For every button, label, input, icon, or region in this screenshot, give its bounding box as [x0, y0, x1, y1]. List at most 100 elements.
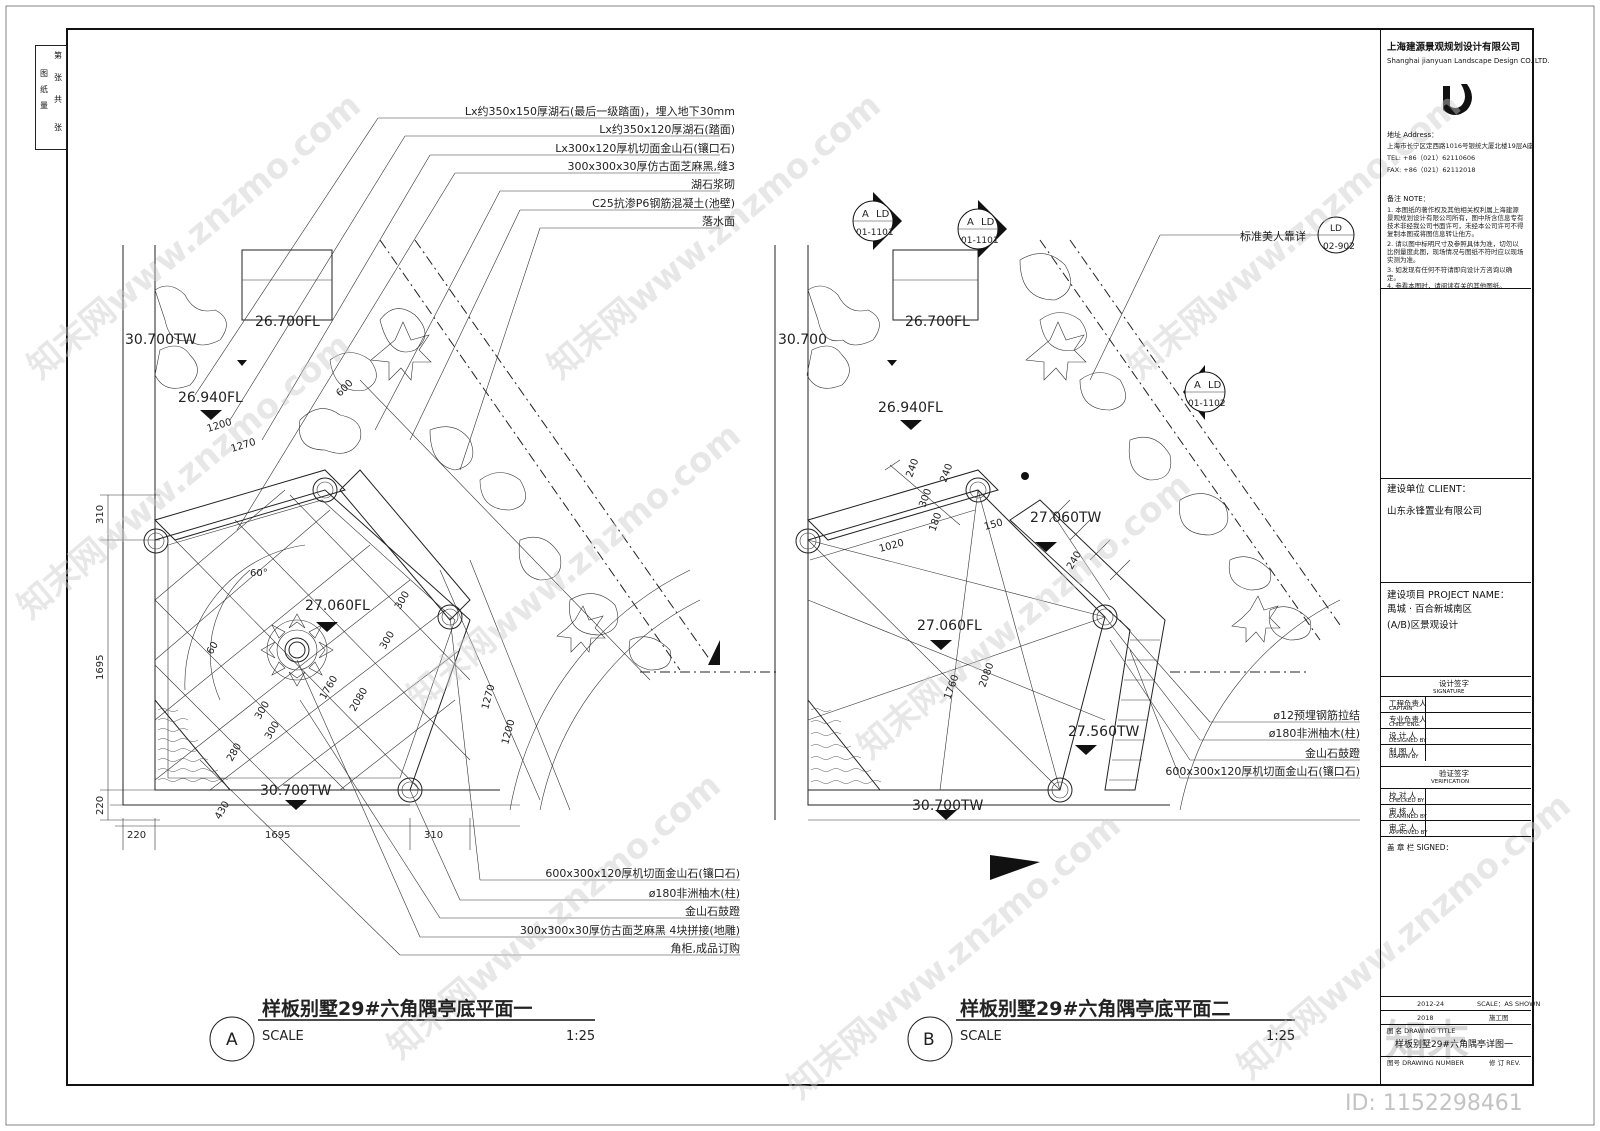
notes-item: 3. 如发现有任何不符请即向设计方咨询以确定。 — [1387, 266, 1513, 282]
svg-text:300x300x30厚仿古面芝麻黑,缝3: 300x300x30厚仿古面芝麻黑,缝3 — [567, 159, 735, 173]
svg-text:27.560TW: 27.560TW — [1068, 724, 1140, 740]
level-markers-a — [200, 360, 338, 810]
dim-lines-b — [809, 459, 1111, 601]
drawing-frame — [66, 28, 1534, 1086]
svg-text:30.700TW: 30.700TW — [125, 332, 197, 348]
svg-text:300: 300 — [253, 699, 272, 721]
watermark-id: ID: 1152298461 — [1345, 1091, 1523, 1116]
svg-text:240: 240 — [904, 457, 921, 479]
svg-text:C25抗渗P6钢筋混凝土(池壁): C25抗渗P6钢筋混凝土(池壁) — [592, 196, 735, 210]
plan-a — [100, 117, 780, 956]
svg-text:知末网www.znzmo.com: 知末网www.znzmo.com — [780, 805, 1129, 1107]
drawing-title-a: A 样板别墅29#六角隅亭底平面一 SCALE 1:25 — [226, 997, 595, 1050]
notes-item: 2. 请以图中标明尺寸及参照具体为准，切勿以比例量度此图，现场情况与图纸不符时应… — [1387, 240, 1524, 264]
column-a — [143, 477, 463, 803]
callouts-a-top: Lx约350x150厚湖石(最后一级踏面)，埋入地下30mm Lx约350x12… — [465, 104, 735, 228]
svg-text:30.700TW: 30.700TW — [912, 798, 984, 814]
svg-text:湖石浆砌: 湖石浆砌 — [691, 177, 735, 191]
svg-text:样板别墅29#六角隅亭底平面一: 样板别墅29#六角隅亭底平面一 — [262, 997, 532, 1020]
svg-text:600x300x120厚机切面金山石(镶口石): 600x300x120厚机切面金山石(镶口石) — [1165, 764, 1360, 778]
company-logo — [1443, 84, 1472, 115]
svg-text:240: 240 — [938, 462, 955, 484]
plan-b — [708, 192, 1360, 880]
project-line1: 禹城 · 百合新城南区 — [1387, 604, 1473, 615]
notes-item: 1. 本图纸的著作权及其他相关权利属上海建源景观规划设计有限公司所有，图中所含信… — [1387, 206, 1524, 238]
svg-text:26.700FL: 26.700FL — [905, 314, 970, 330]
svg-text:A: A — [226, 1030, 238, 1050]
dim-lines-a — [100, 494, 520, 850]
svg-text:27.060TW: 27.060TW — [1030, 510, 1102, 526]
svg-text:LD: LD — [981, 217, 995, 228]
sheet-phase: 施工图 — [1489, 1014, 1509, 1022]
svg-text:落水面: 落水面 — [702, 215, 735, 228]
leaders-b — [1089, 234, 1360, 779]
svg-text:30.700TW: 30.700TW — [260, 783, 332, 799]
stamp-label: 盖 章 栏 SIGNED： — [1387, 843, 1454, 852]
svg-text:金山石鼓蹬: 金山石鼓蹬 — [1305, 746, 1360, 760]
svg-text:27.060FL: 27.060FL — [305, 598, 370, 614]
outer-border — [5, 5, 1595, 1126]
verification-title: 验证签字 — [1439, 769, 1469, 778]
svg-text:A: A — [967, 217, 974, 228]
title-b — [907, 1016, 1295, 1062]
svg-text:60: 60 — [205, 640, 221, 657]
svg-text:A: A — [862, 209, 869, 220]
signature-title-en: SIGNATURE — [1433, 689, 1465, 695]
level-markers-b — [887, 360, 1097, 820]
section-refs-b: A LD 01-1101 A LD 01-1101 A LD 01-1102 — [856, 209, 1226, 409]
svg-text:A: A — [1194, 380, 1201, 391]
svg-text:310: 310 — [424, 830, 443, 841]
sheet-date: 2012-24 — [1417, 1000, 1445, 1008]
sheet-count-stamp: 图 纸 量 第 张 共 张 — [35, 45, 67, 150]
svg-text:26.700FL: 26.700FL — [255, 314, 320, 330]
svg-text:角柜,成品订购: 角柜,成品订购 — [671, 941, 741, 955]
version-label: 修 订 REV. — [1489, 1059, 1521, 1067]
svg-text:LD: LD — [1208, 380, 1222, 391]
levels-a: 26.700FL 30.700TW 26.940FL 27.060FL 30.7… — [125, 314, 370, 799]
svg-text:26.940FL: 26.940FL — [878, 400, 943, 416]
svg-text:600x300x120厚机切面金山石(镶口石): 600x300x120厚机切面金山石(镶口石) — [545, 866, 740, 880]
svg-text:样板别墅29#六角隅亭底平面二: 样板别墅29#六角隅亭底平面二 — [960, 997, 1230, 1020]
svg-text:02-902: 02-902 — [1323, 242, 1355, 252]
svg-text:1270: 1270 — [480, 683, 497, 710]
corner-cabinet-b — [807, 698, 882, 791]
svg-text:Lx约350x150厚湖石(最后一级踏面)，埋入地下30mm: Lx约350x150厚湖石(最后一级踏面)，埋入地下30mm — [465, 104, 735, 118]
svg-text:1:25: 1:25 — [566, 1029, 595, 1044]
svg-text:SCALE: SCALE — [960, 1029, 1002, 1044]
svg-text:B: B — [923, 1030, 935, 1050]
bench-b — [1009, 499, 1166, 791]
sheet-year: 2018 — [1417, 1014, 1434, 1022]
address-label: 地址 Address： — [1387, 131, 1439, 139]
tel: TEL: +86（021）62110606 — [1387, 154, 1476, 162]
svg-text:300: 300 — [263, 719, 282, 741]
svg-text:1695: 1695 — [95, 655, 106, 680]
detail-ref-b: 标准美人靠详 LD 02-902 — [1240, 224, 1355, 252]
svg-text:知末网www.znzmo.com: 知末网www.znzmo.com — [380, 765, 729, 1067]
svg-text:Lx约350x120厚湖石(踏面): Lx约350x120厚湖石(踏面) — [599, 122, 735, 136]
company-name-en: Shanghai jianyuan Landscape Design CO.,L… — [1387, 57, 1550, 65]
svg-text:01-1102: 01-1102 — [1188, 399, 1226, 409]
svg-text:01-1101: 01-1101 — [856, 228, 894, 238]
svg-text:1760: 1760 — [318, 674, 340, 702]
client-label: 建设单位 CLIENT： — [1387, 484, 1472, 495]
rockery-a — [154, 285, 672, 671]
svg-text:ø12预埋钢筋拉结: ø12预埋钢筋拉结 — [1273, 708, 1360, 722]
svg-text:430: 430 — [213, 799, 232, 821]
svg-text:30.700: 30.700 — [778, 332, 827, 348]
svg-text:26.940FL: 26.940FL — [178, 390, 243, 406]
radial-lines-b — [807, 489, 1106, 791]
svg-text:310: 310 — [95, 505, 106, 524]
number-label: 图号 DRAWING NUMBER — [1387, 1059, 1465, 1067]
leaders-a-top — [194, 117, 720, 531]
svg-text:300x300x30厚仿古面芝麻黑 4块拼接(地雕): 300x300x30厚仿古面芝麻黑 4块拼接(地雕) — [520, 923, 740, 937]
column-b — [795, 472, 1118, 803]
svg-text:标准美人靠详: 标准美人靠详 — [1240, 229, 1306, 243]
svg-text:ø180非洲柚木(柱): ø180非洲柚木(柱) — [649, 886, 740, 900]
notes-item: 4. 参看本图时，请阅读有关的其他图纸。 — [1387, 282, 1506, 290]
